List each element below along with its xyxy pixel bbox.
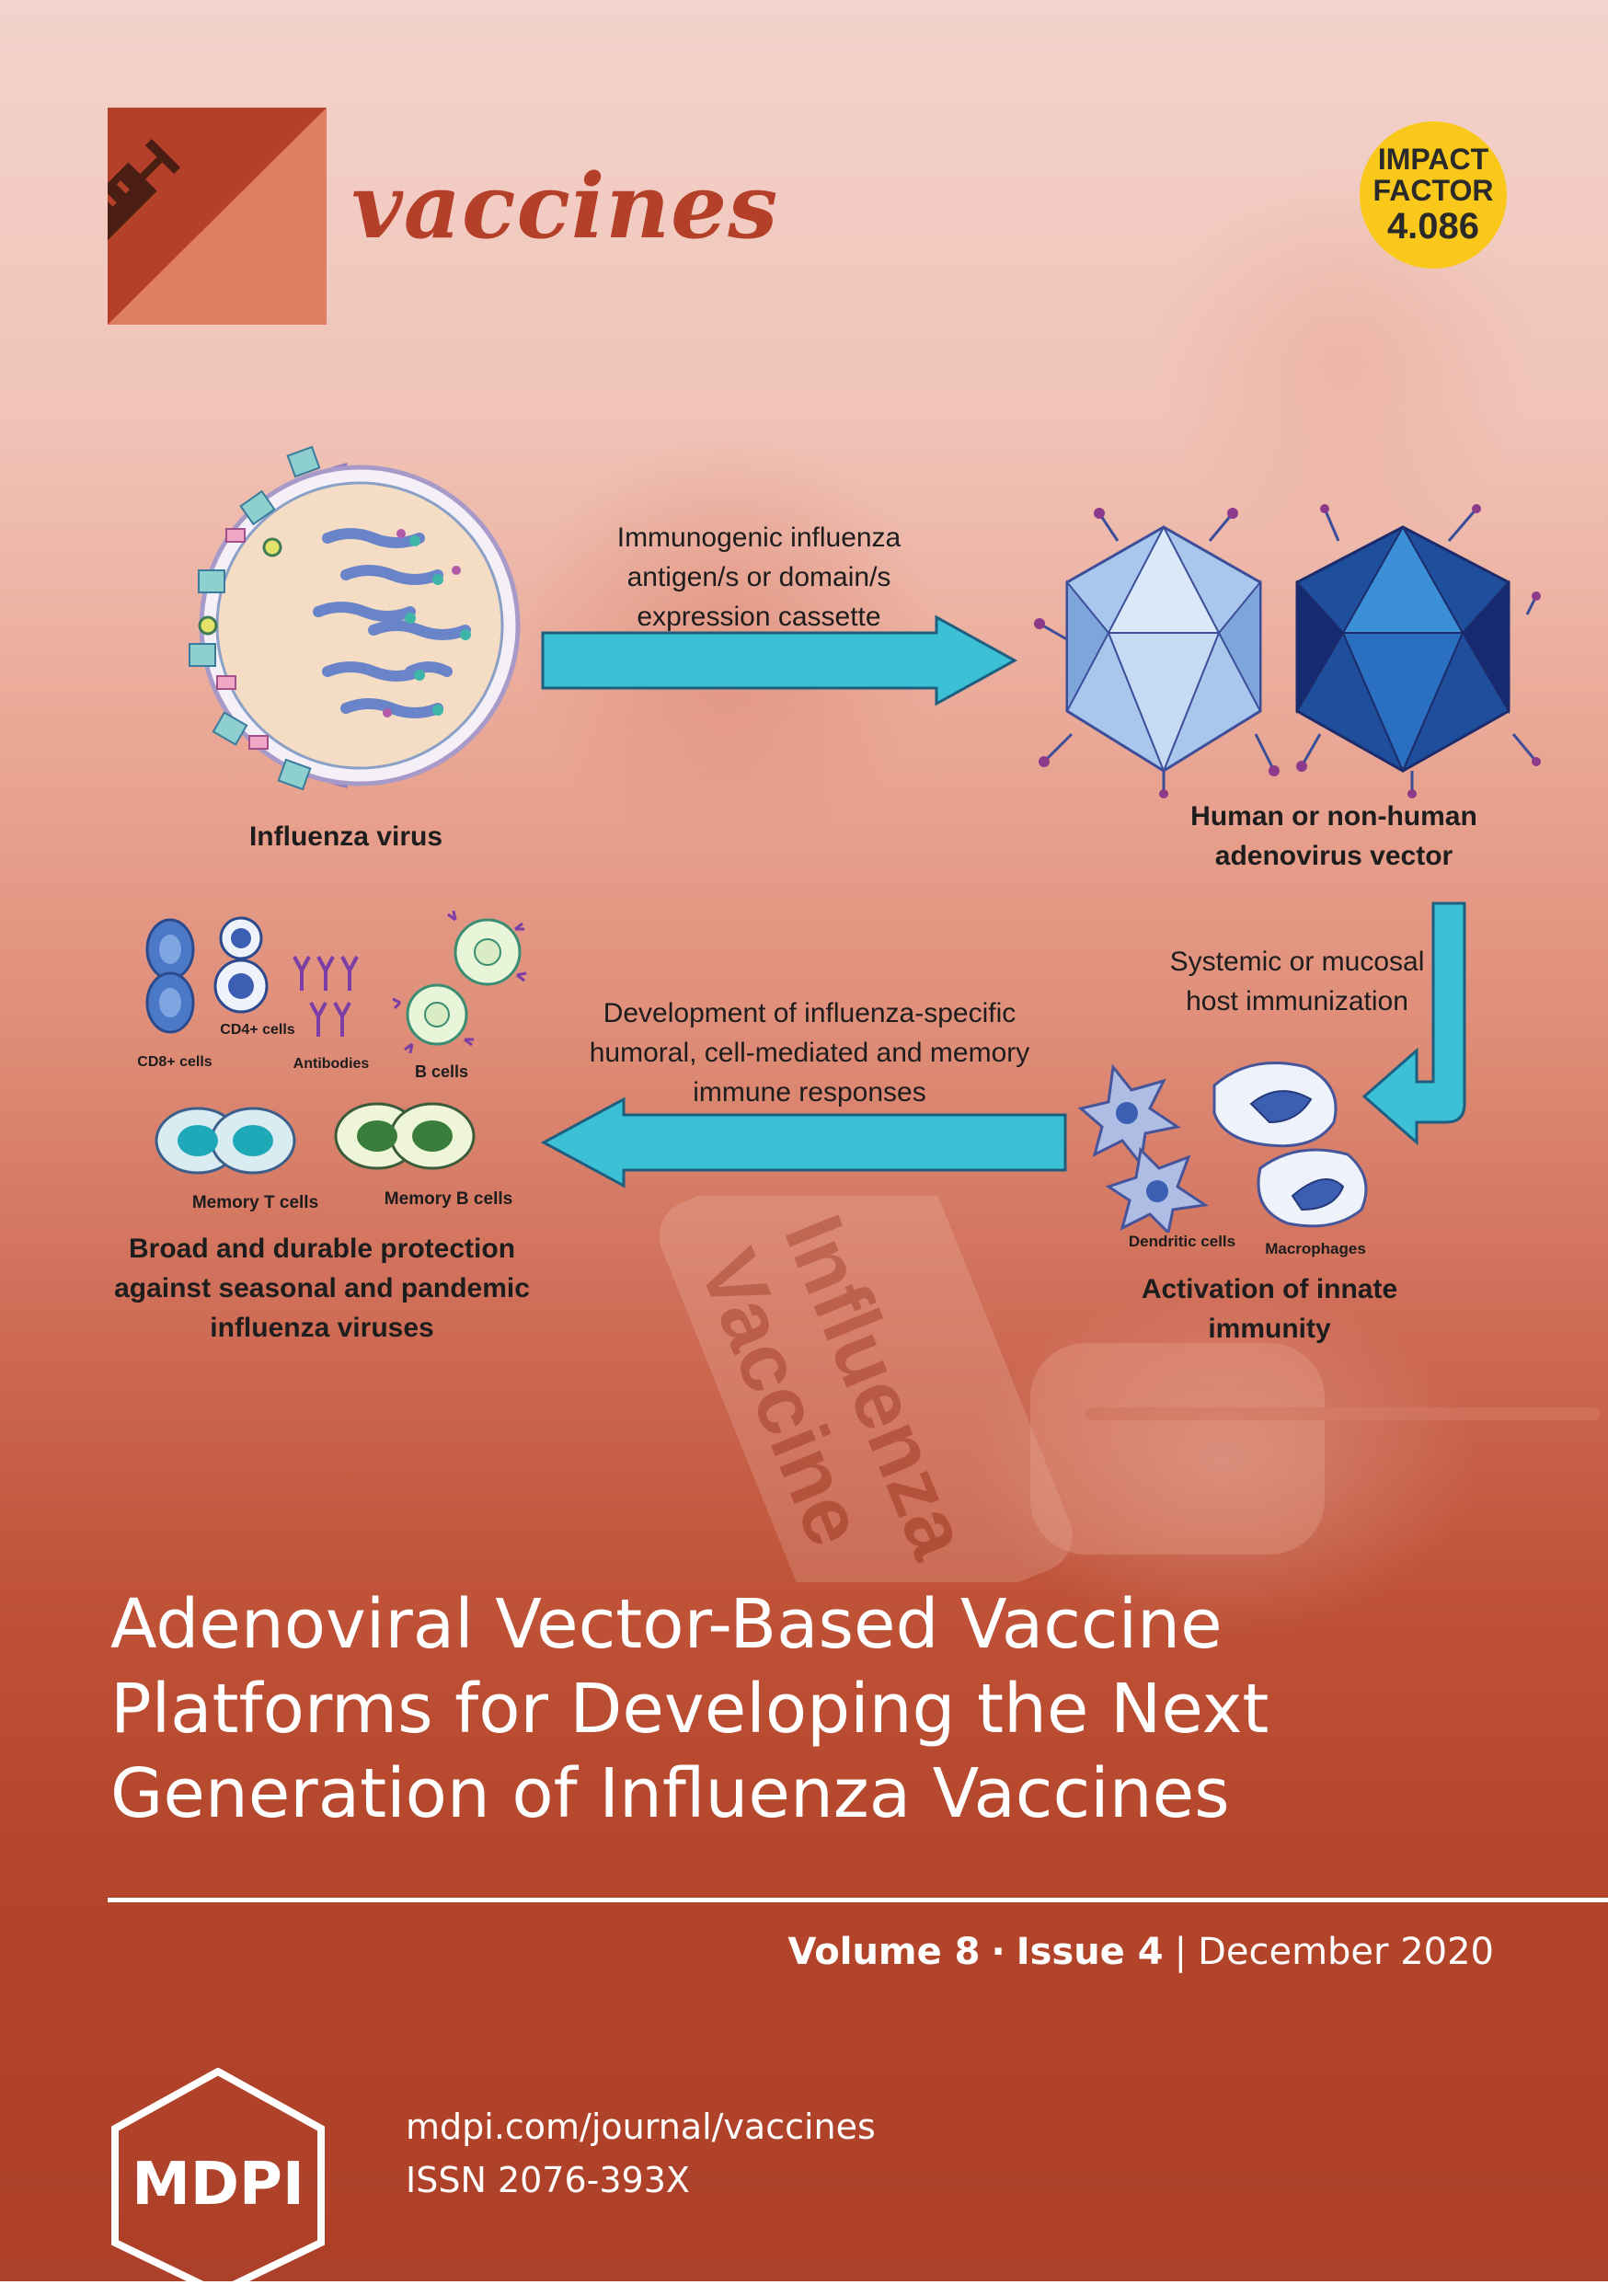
impact-factor-value: 4.086 [1386,205,1480,247]
memory-t-cells-label: Memory T cells [191,1193,319,1212]
arrow1-text: Immunogenic influenza antigen/s or domai… [552,518,966,637]
title-line1: Adenoviral Vector-Based Vaccine [110,1585,1223,1664]
mdpi-logo: MDPI [111,2068,325,2296]
arrow-bend-down-left-icon [1361,901,1466,1146]
bar-separator: | [1174,1931,1188,1973]
protection-label: Broad and durable protection against sea… [101,1229,543,1348]
adenovirus-label: Human or non-human adenovirus vector [1131,797,1536,876]
protection-line1: Broad and durable protection [128,1234,516,1264]
b-cells-label: B cells [414,1062,469,1081]
journal-url[interactable]: mdpi.com/journal/vaccines [406,2107,876,2147]
issue-info: Volume 8 · Issue 4 | December 2020 [787,1924,1494,1980]
arrow2-text: Development of influenza-specific humora… [552,993,1067,1112]
adaptive-immune-cells-illustration [145,911,527,1175]
immunization-line1: Systemic or mucosal [1169,947,1425,977]
memory-b-cells-label: Memory B cells [384,1189,513,1209]
arrow-left-icon [541,1096,1067,1188]
innate-activation-label: Activation of innate immunity [1076,1269,1463,1349]
protection-line2: against seasonal and pandemic [114,1273,530,1303]
article-title: Adenoviral Vector-Based Vaccine Platform… [110,1582,1545,1836]
impact-factor-badge: IMPACT FACTOR 4.086 [1360,121,1507,269]
impact-label: IMPACT [1377,143,1489,177]
syringe-icon [108,139,181,257]
influenza-virus-label: Influenza virus [248,821,443,852]
arrow1-line2: antigen/s or domain/s [626,562,891,592]
dendritic-cells-label: Dendritic cells [1128,1233,1236,1250]
adenovirus-line2: adenovirus vector [1214,841,1453,871]
arrow2-line1: Development of influenza-specific [603,998,1016,1028]
immunization-line2: host immunization [1186,986,1408,1016]
arrow2-line3: immune responses [693,1077,926,1108]
title-divider [108,1898,1608,1902]
adenovirus-line1: Human or non-human [1190,801,1477,832]
protection-line3: influenza viruses [210,1313,434,1343]
cd4-label: CD4+ cells [220,1022,295,1038]
issn: ISSN 2076-393X [406,2160,690,2200]
publisher-info: mdpi.com/journal/vaccines ISSN 2076-393X [406,2100,876,2207]
antibodies-label: Antibodies [293,1056,370,1072]
adenovirus-vector-illustration [1034,504,1541,798]
immunization-text: Systemic or mucosal host immunization [1131,942,1463,1021]
influenza-virus-illustration [189,445,521,791]
innate-line1: Activation of innate [1141,1274,1398,1304]
arrow2-line2: humoral, cell-mediated and memory [589,1038,1030,1068]
arrow1-line1: Immunogenic influenza [616,522,902,553]
journal-name: vaccines [351,155,779,258]
title-line2: Platforms for Developing the Next [110,1670,1269,1749]
issue-number: Issue 4 [1016,1931,1164,1973]
cd8-label: CD8+ cells [137,1054,212,1070]
volume: Volume 8 [787,1931,981,1973]
background-vaccine-vial: Influenza Vaccine [659,1196,1601,1582]
arrow-right-icon [541,614,1018,706]
title-line3: Generation of Influenza Vaccines [110,1754,1230,1833]
macrophages-label: Macrophages [1265,1240,1366,1257]
arrow1-line3: expression cassette [637,602,881,632]
factor-label: FACTOR [1373,174,1494,207]
issue-date: December 2020 [1198,1931,1494,1973]
innate-line2: immunity [1208,1314,1331,1344]
dot-separator: · [991,1931,1005,1973]
innate-immune-cells-illustration [1077,1062,1368,1233]
journal-logo [108,108,327,325]
mdpi-logo-text: MDPI [132,2151,304,2219]
